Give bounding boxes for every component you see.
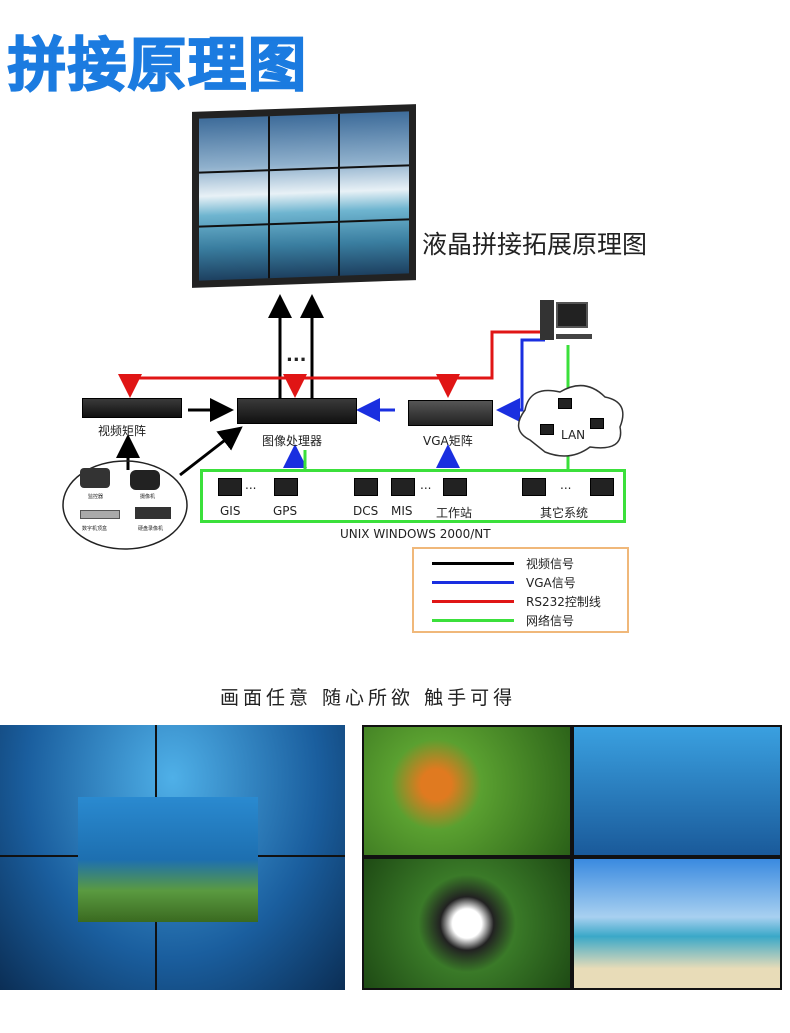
source-label: 监控器 — [88, 494, 104, 500]
camcorder-icon — [130, 470, 160, 490]
source-label: 摄像机 — [140, 494, 156, 500]
computer-icon — [540, 300, 592, 340]
desktop-icon — [522, 478, 546, 496]
source-label: 硬盘录像机 — [138, 526, 164, 532]
laptop-icon — [354, 478, 378, 496]
lan-label: LAN — [561, 428, 586, 442]
aquarium-inset — [78, 797, 258, 922]
set-top-box-icon — [80, 510, 120, 519]
image-processor-device — [237, 398, 357, 424]
ellipsis: ... — [420, 478, 432, 492]
legend-network: 网络信号 — [526, 614, 575, 628]
legend-rs232: RS232控制线 — [526, 595, 601, 609]
panda-panel — [364, 859, 570, 988]
os-label: UNIX WINDOWS 2000/NT — [340, 527, 491, 541]
other-systems-label: 其它系统 — [540, 506, 589, 520]
laptop-icon — [391, 478, 415, 496]
page-title: 拼接原理图 — [7, 30, 309, 100]
diagram-subtitle: 液晶拼接拓展原理图 — [422, 230, 648, 259]
dcs-label: DCS — [353, 504, 379, 518]
mis-label: MIS — [391, 504, 413, 518]
vga-matrix-device — [408, 400, 493, 426]
workstation-label: 工作站 — [436, 506, 473, 520]
connection-lines — [62, 294, 624, 550]
gis-label: GIS — [220, 504, 241, 518]
vga-matrix-label: VGA矩阵 — [423, 434, 473, 448]
slogan: 画面任意 随心所欲 触手可得 — [220, 687, 517, 709]
network-systems-box — [200, 469, 626, 523]
legend-vga: VGA信号 — [526, 576, 576, 590]
butterfly-panel — [364, 727, 570, 855]
dvr-icon — [135, 507, 171, 519]
legend: 视频信号 VGA信号 RS232控制线 网络信号 — [412, 547, 629, 633]
laptop-icon — [443, 478, 467, 496]
four-panel-wall-photo — [362, 725, 782, 990]
laptop-icon — [274, 478, 298, 496]
beach-panel — [574, 859, 780, 988]
camera-icon — [80, 468, 110, 488]
video-matrix-device — [82, 398, 182, 418]
legend-video: 视频信号 — [526, 557, 575, 571]
video-matrix-label: 视频矩阵 — [98, 424, 147, 438]
source-label: 数字机顶盒 — [82, 526, 108, 532]
ellipsis: ... — [245, 478, 257, 492]
ellipsis: ... — [560, 478, 572, 492]
image-processor-label: 图像处理器 — [262, 434, 323, 448]
desktop-icon — [590, 478, 614, 496]
ellipsis: ... — [286, 345, 307, 366]
laptop-icon — [218, 478, 242, 496]
dolphin-panel — [574, 727, 780, 855]
ocean-wall-photo — [0, 725, 345, 990]
gps-label: GPS — [273, 504, 298, 518]
